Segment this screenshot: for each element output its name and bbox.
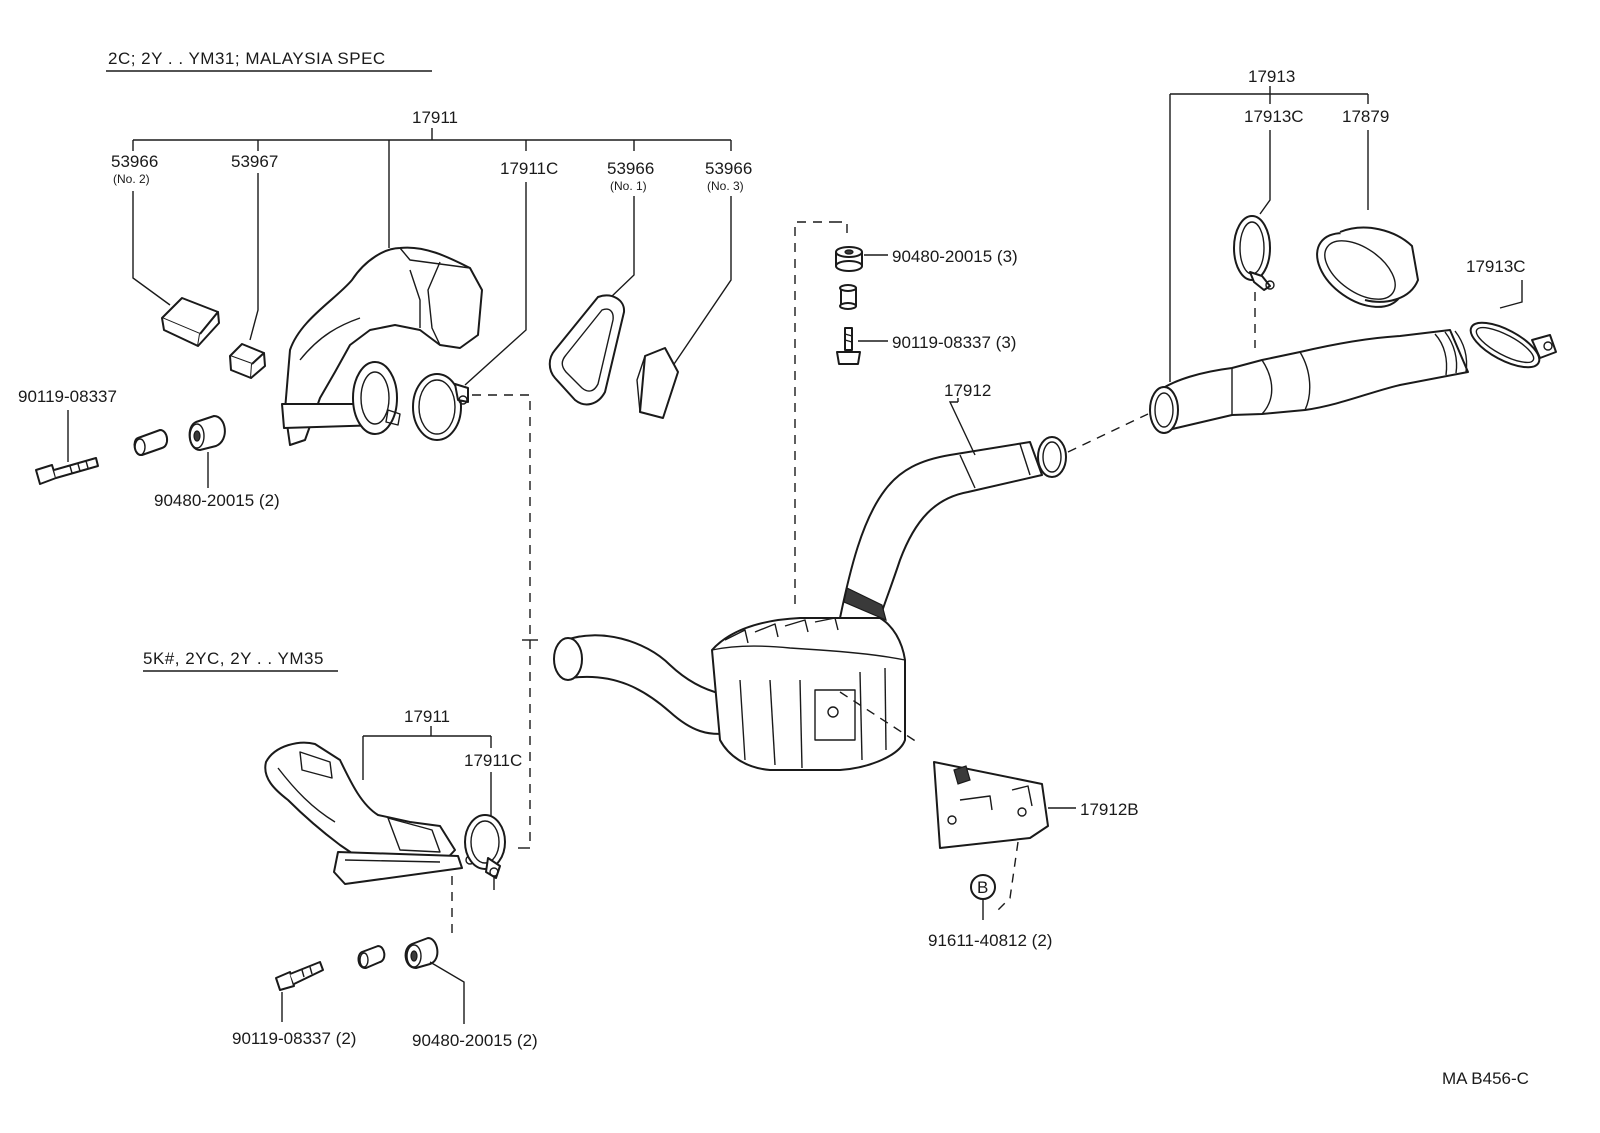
dashed-link-mount-top — [833, 221, 848, 240]
label-53966-no2-sub: (No. 2) — [113, 172, 150, 186]
label-17913: 17913 — [1248, 67, 1295, 86]
leader-17913c-b — [1499, 280, 1523, 309]
collar-left — [133, 429, 168, 456]
label-90480-mid: 90480-20015 (3) — [892, 247, 1018, 266]
section-header-top: 2C; 2Y . . YM31; MALAYSIA SPEC — [108, 49, 386, 68]
section-header-bottom: 5K#, 2YC, 2Y . . YM35 — [143, 649, 324, 668]
label-17911-bottom: 17911 — [404, 707, 450, 726]
air-intake-duct-bottom — [264, 741, 475, 885]
label-90119-mid: 90119-08337 (3) — [892, 333, 1016, 352]
label-17912: 17912 — [944, 381, 991, 400]
dashed-link-bolt-b — [997, 841, 1019, 911]
grommet-90480-left — [188, 415, 226, 451]
leader-17913c-a — [1259, 130, 1271, 215]
resonator-17912 — [553, 436, 1067, 771]
label-53966-no1-sub: (No. 1) — [610, 179, 647, 193]
drawing-code: MA B456-C — [1442, 1069, 1529, 1088]
label-90480-bottom: 90480-20015 (2) — [412, 1031, 538, 1050]
label-91611: 91611-40812 (2) — [928, 931, 1052, 950]
label-53966-no2: 53966 — [111, 152, 158, 171]
label-17911c-bottom: 17911C — [464, 751, 522, 770]
label-17911c-top: 17911C — [500, 159, 558, 178]
leader-90480-bottom — [429, 961, 465, 1024]
label-90119-bottom: 90119-08337 (2) — [232, 1029, 356, 1048]
grommet-90480-mid — [835, 246, 863, 272]
leader-53966-no1 — [609, 196, 635, 299]
label-53966-no3-sub: (No. 3) — [707, 179, 744, 193]
clamp-17911c-top — [412, 373, 469, 441]
label-90119-left: 90119-08337 — [18, 387, 117, 406]
bracket-17911-top — [132, 128, 732, 248]
pad-53967 — [229, 343, 266, 379]
collar-mid — [839, 284, 857, 310]
label-17913c-a: 17913C — [1244, 107, 1304, 126]
leader-53966-no3 — [669, 196, 732, 371]
dashed-link-duct-upper — [472, 394, 531, 640]
dashed-link-mount — [794, 221, 833, 604]
label-90480-left: 90480-20015 (2) — [154, 491, 280, 510]
leader-53966-no2 — [132, 191, 171, 306]
bracket-17911-bottom — [362, 726, 492, 780]
leader-17911c-top — [464, 182, 527, 386]
leader-53967 — [249, 173, 259, 341]
dashed-link-resonator-hose — [1067, 413, 1149, 453]
band-17879 — [1316, 226, 1419, 308]
label-17911-top: 17911 — [412, 108, 458, 127]
clamp-17913c-b — [1469, 321, 1557, 369]
label-53966-no3: 53966 — [705, 159, 752, 178]
air-intake-duct-top — [281, 246, 483, 446]
hose-17913 — [1149, 329, 1469, 434]
pad-53966-no2 — [161, 297, 220, 347]
pad-53966-no3 — [636, 347, 679, 419]
label-53967: 53967 — [231, 152, 278, 171]
label-53966-no1: 53966 — [607, 159, 654, 178]
clamp-17911c-bottom — [464, 814, 506, 890]
label-17912b: 17912B — [1080, 800, 1139, 819]
bolt-90119-left — [35, 457, 99, 485]
grommet-90480-bottom — [404, 937, 439, 969]
label-17879: 17879 — [1342, 107, 1389, 126]
bracket-17913 — [1169, 86, 1369, 382]
label-17913c-b: 17913C — [1466, 257, 1526, 276]
clamp-17913c-a — [1233, 215, 1275, 291]
seal-53966-no1 — [548, 294, 626, 406]
collar-bottom — [357, 945, 386, 969]
bolt-90119-mid — [836, 327, 861, 365]
bolt-90119-bottom — [275, 961, 324, 991]
bolt-marker-b-label: B — [977, 878, 988, 897]
bracket-17912b — [933, 761, 1049, 849]
leader-17912 — [948, 401, 976, 456]
